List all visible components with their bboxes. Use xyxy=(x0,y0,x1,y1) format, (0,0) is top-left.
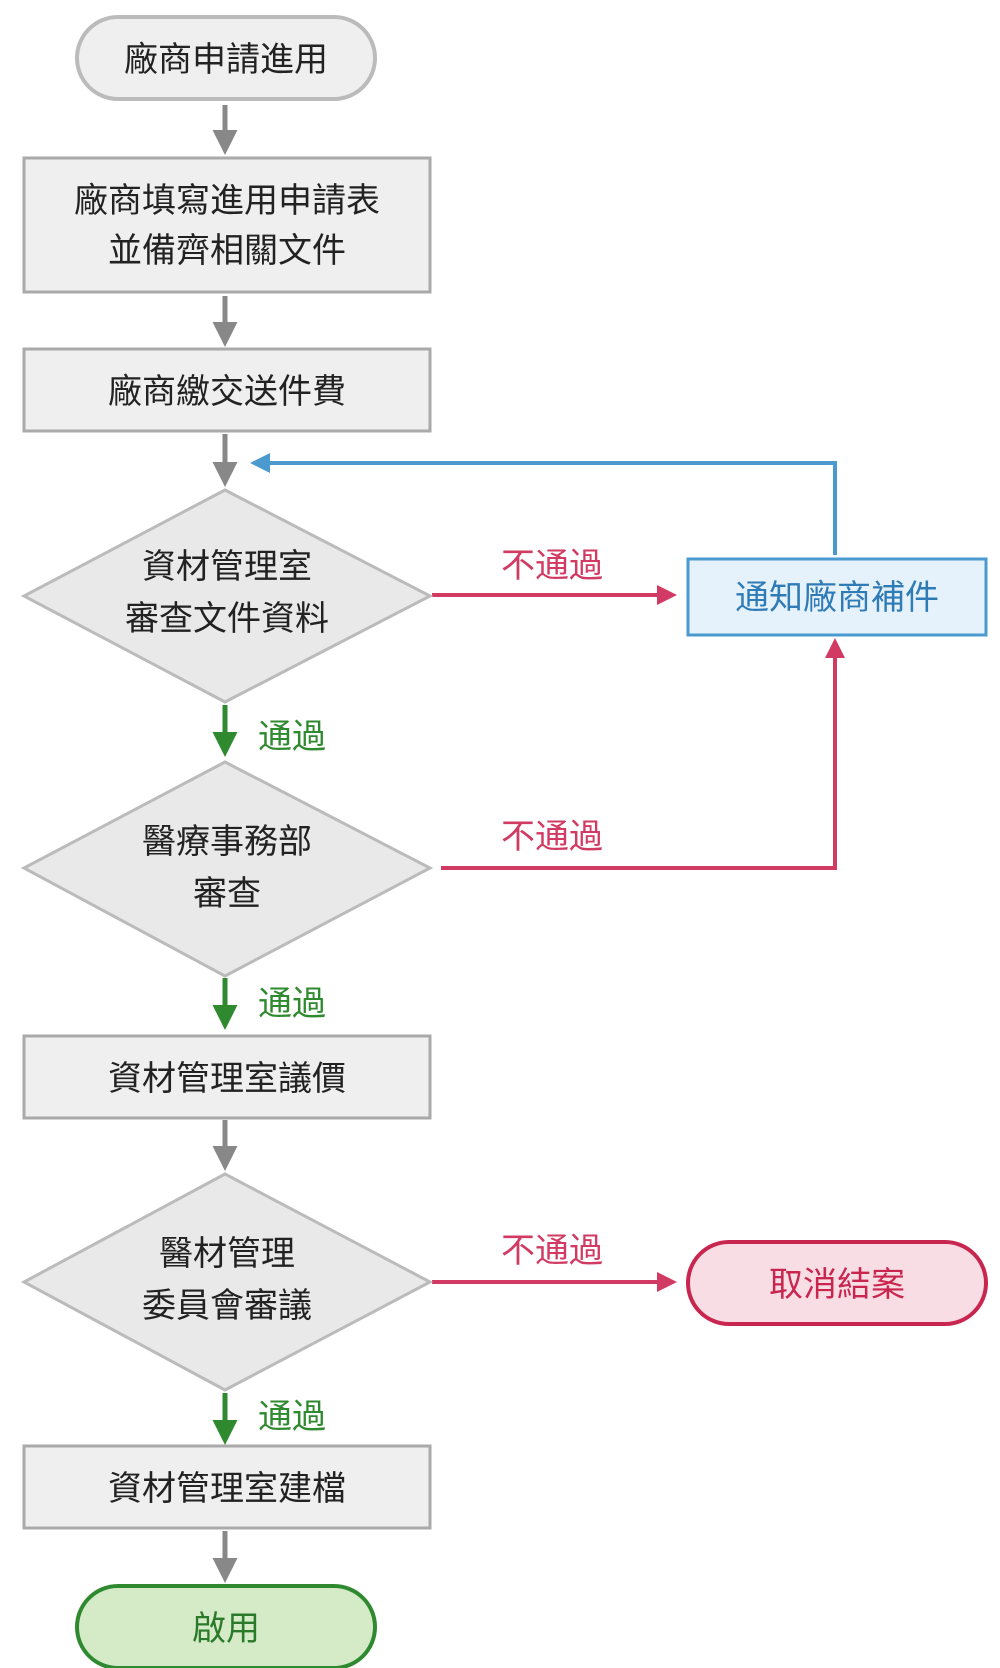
node-review-docs-line1: 資材管理室 xyxy=(142,547,312,587)
node-committee-review: 醫材管理 委員會審議 xyxy=(20,1172,434,1392)
arrows xyxy=(212,105,845,1583)
edge-label-fail-3: 不通過 xyxy=(501,1231,603,1271)
node-activate: 啟用 xyxy=(75,1584,377,1668)
arrow-notify-back-to-review xyxy=(250,453,837,555)
node-pay-fee: 廠商繳交送件費 xyxy=(22,347,432,433)
node-medical-review-line2: 審查 xyxy=(193,874,261,914)
edge-label-pass-3: 通過 xyxy=(258,1397,326,1437)
node-cancel-case: 取消結案 xyxy=(686,1240,988,1326)
node-committee-review-line1: 醫材管理 xyxy=(159,1234,295,1274)
node-pay-fee-label: 廠商繳交送件費 xyxy=(108,372,346,412)
node-notify-vendor: 通知廠商補件 xyxy=(686,557,988,637)
node-start-label: 廠商申請進用 xyxy=(124,40,328,80)
node-medical-review-line1: 醫療事務部 xyxy=(142,822,312,862)
node-fill-form-line2: 並備齊相關文件 xyxy=(108,231,346,271)
node-medical-review: 醫療事務部 審查 xyxy=(20,760,434,978)
edge-label-fail-2: 不通過 xyxy=(501,817,603,857)
node-review-docs: 資材管理室 審查文件資料 xyxy=(20,488,434,704)
node-committee-review-line2: 委員會審議 xyxy=(142,1286,312,1326)
node-cancel-case-label: 取消結案 xyxy=(769,1265,905,1305)
node-create-record-label: 資材管理室建檔 xyxy=(108,1469,346,1509)
edge-label-pass-1: 通過 xyxy=(258,717,326,757)
node-fill-form: 廠商填寫進用申請表 並備齊相關文件 xyxy=(22,156,432,294)
node-notify-vendor-label: 通知廠商補件 xyxy=(735,578,939,618)
node-price-negotiation: 資材管理室議價 xyxy=(22,1034,432,1120)
node-price-negotiation-label: 資材管理室議價 xyxy=(108,1059,346,1099)
node-activate-label: 啟用 xyxy=(192,1609,260,1649)
edge-label-fail-1: 不通過 xyxy=(501,546,603,586)
node-create-record: 資材管理室建檔 xyxy=(22,1444,432,1530)
node-start: 廠商申請進用 xyxy=(75,15,377,101)
edge-label-pass-2: 通過 xyxy=(258,984,326,1024)
node-review-docs-line2: 審查文件資料 xyxy=(125,599,329,639)
node-fill-form-line1: 廠商填寫進用申請表 xyxy=(74,181,380,221)
arrow-medical-fail-to-notify xyxy=(441,638,845,870)
